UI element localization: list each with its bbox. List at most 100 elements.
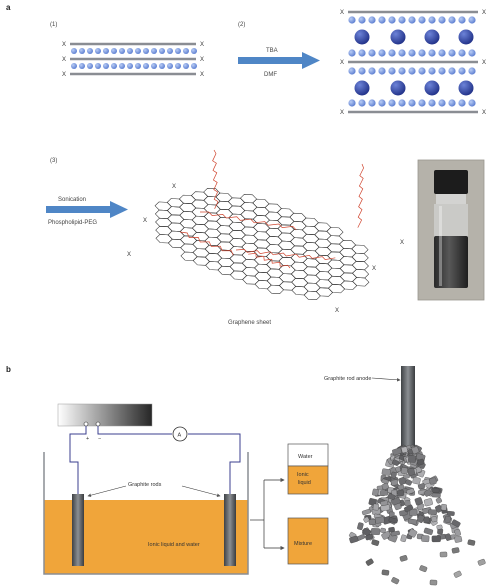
solvent-molecule [368, 49, 376, 57]
graphene-flake [409, 509, 418, 516]
solvent-molecule [398, 49, 406, 57]
solvent-molecule [135, 48, 141, 54]
graphene-flake [390, 471, 397, 479]
solvent-molecule [458, 67, 466, 75]
carbon-ring [351, 244, 369, 254]
falling-flake [453, 570, 462, 578]
solvent-molecule [418, 49, 426, 57]
sheet-x-marker-4: X [400, 240, 404, 246]
solvent-molecule [388, 49, 396, 57]
graphene-flake [421, 535, 430, 543]
solvent-molecule [87, 48, 93, 54]
x-marker: X [482, 60, 486, 66]
solvent-molecule [111, 63, 117, 69]
power-supply [57, 403, 153, 427]
carbon-ring [326, 227, 344, 237]
solvent-molecule [143, 48, 149, 54]
solvent-molecule [119, 63, 125, 69]
graphene-flake [380, 500, 389, 506]
result-connector [250, 477, 285, 551]
solvent-molecule [428, 99, 436, 107]
panel-a-label: a [6, 3, 11, 12]
step-1-label: (1) [50, 22, 57, 28]
step-3-label: (3) [50, 158, 57, 164]
plus-sign: + [86, 436, 89, 442]
graphene-flake [362, 528, 372, 537]
carbon-ring [352, 269, 370, 279]
solvent-molecule [119, 48, 125, 54]
graphene-flake [430, 516, 438, 523]
graphene-flake [403, 473, 410, 479]
solvent-molecule [378, 16, 386, 24]
solvent-molecule [358, 49, 366, 57]
graphene-flake [435, 497, 443, 504]
graphene-flake [390, 530, 400, 537]
peg-chain [212, 149, 219, 209]
carbon-ring [315, 287, 333, 297]
solvent-molecule [103, 48, 109, 54]
graphene-flake [423, 498, 433, 507]
graphene-sheet-lattice [154, 188, 370, 300]
graphene-flake [372, 503, 380, 511]
graphite-rod-left [72, 494, 84, 566]
graphene-flake [429, 477, 437, 485]
solvent-molecule [408, 99, 416, 107]
graphene-flake [408, 528, 418, 538]
graphene-flake [349, 535, 359, 544]
solvent-molecule [167, 48, 173, 54]
solvent-molecule [398, 67, 406, 75]
solvent-molecule [438, 16, 446, 24]
falling-flake [381, 569, 390, 576]
solvent-molecule [408, 49, 416, 57]
x-marker: X [200, 57, 204, 63]
graphene-flake [416, 458, 425, 466]
solvent-molecule [111, 48, 117, 54]
graphene-flake [447, 511, 455, 516]
solvent-molecule [79, 48, 85, 54]
graphene-flake [444, 533, 452, 541]
solvent-molecule [398, 16, 406, 24]
solvent-molecule [167, 63, 173, 69]
solvent-molecule [448, 16, 456, 24]
graphene-flake [400, 534, 407, 543]
graphene-flake [365, 533, 374, 541]
vial-dispersion [434, 236, 468, 288]
solvent-molecule [398, 99, 406, 107]
graphene-flake [357, 522, 364, 531]
sonication-label: Sonication [58, 197, 86, 203]
solvent-molecule [468, 49, 476, 57]
ammeter-label: A [178, 433, 182, 439]
solvent-molecule [358, 67, 366, 75]
x-marker: X [340, 60, 344, 66]
graphene-flake [404, 500, 411, 507]
exfoliated-graphene-flakes [349, 444, 486, 586]
solvent-molecule [127, 63, 133, 69]
solvent-molecule [175, 63, 181, 69]
peg-chain [200, 211, 297, 231]
graphene-flake [416, 514, 425, 523]
solvent-molecule [408, 16, 416, 24]
solvent-molecule [438, 67, 446, 75]
graphene-flake [431, 492, 441, 498]
mixture-label: Mixture [294, 541, 312, 547]
graphene-flake [374, 516, 385, 524]
carbon-ring [352, 277, 370, 287]
falling-flake [451, 547, 460, 554]
graphene-flake [436, 524, 443, 530]
graphene-flake [423, 527, 434, 535]
graphene-flake [414, 497, 423, 506]
solvent-molecule [348, 16, 356, 24]
solvent-molecule [468, 67, 476, 75]
graphene-flake [403, 504, 414, 513]
separated-layers-box [287, 443, 329, 495]
x-marker: X [340, 10, 344, 16]
solvent-molecule [458, 49, 466, 57]
graphene-flake [401, 446, 408, 454]
tba-ion [390, 29, 406, 45]
dmf-label: DMF [264, 72, 277, 78]
x-marker: X [482, 110, 486, 116]
graphene-flake [363, 516, 370, 523]
graphene-flake [372, 488, 379, 497]
